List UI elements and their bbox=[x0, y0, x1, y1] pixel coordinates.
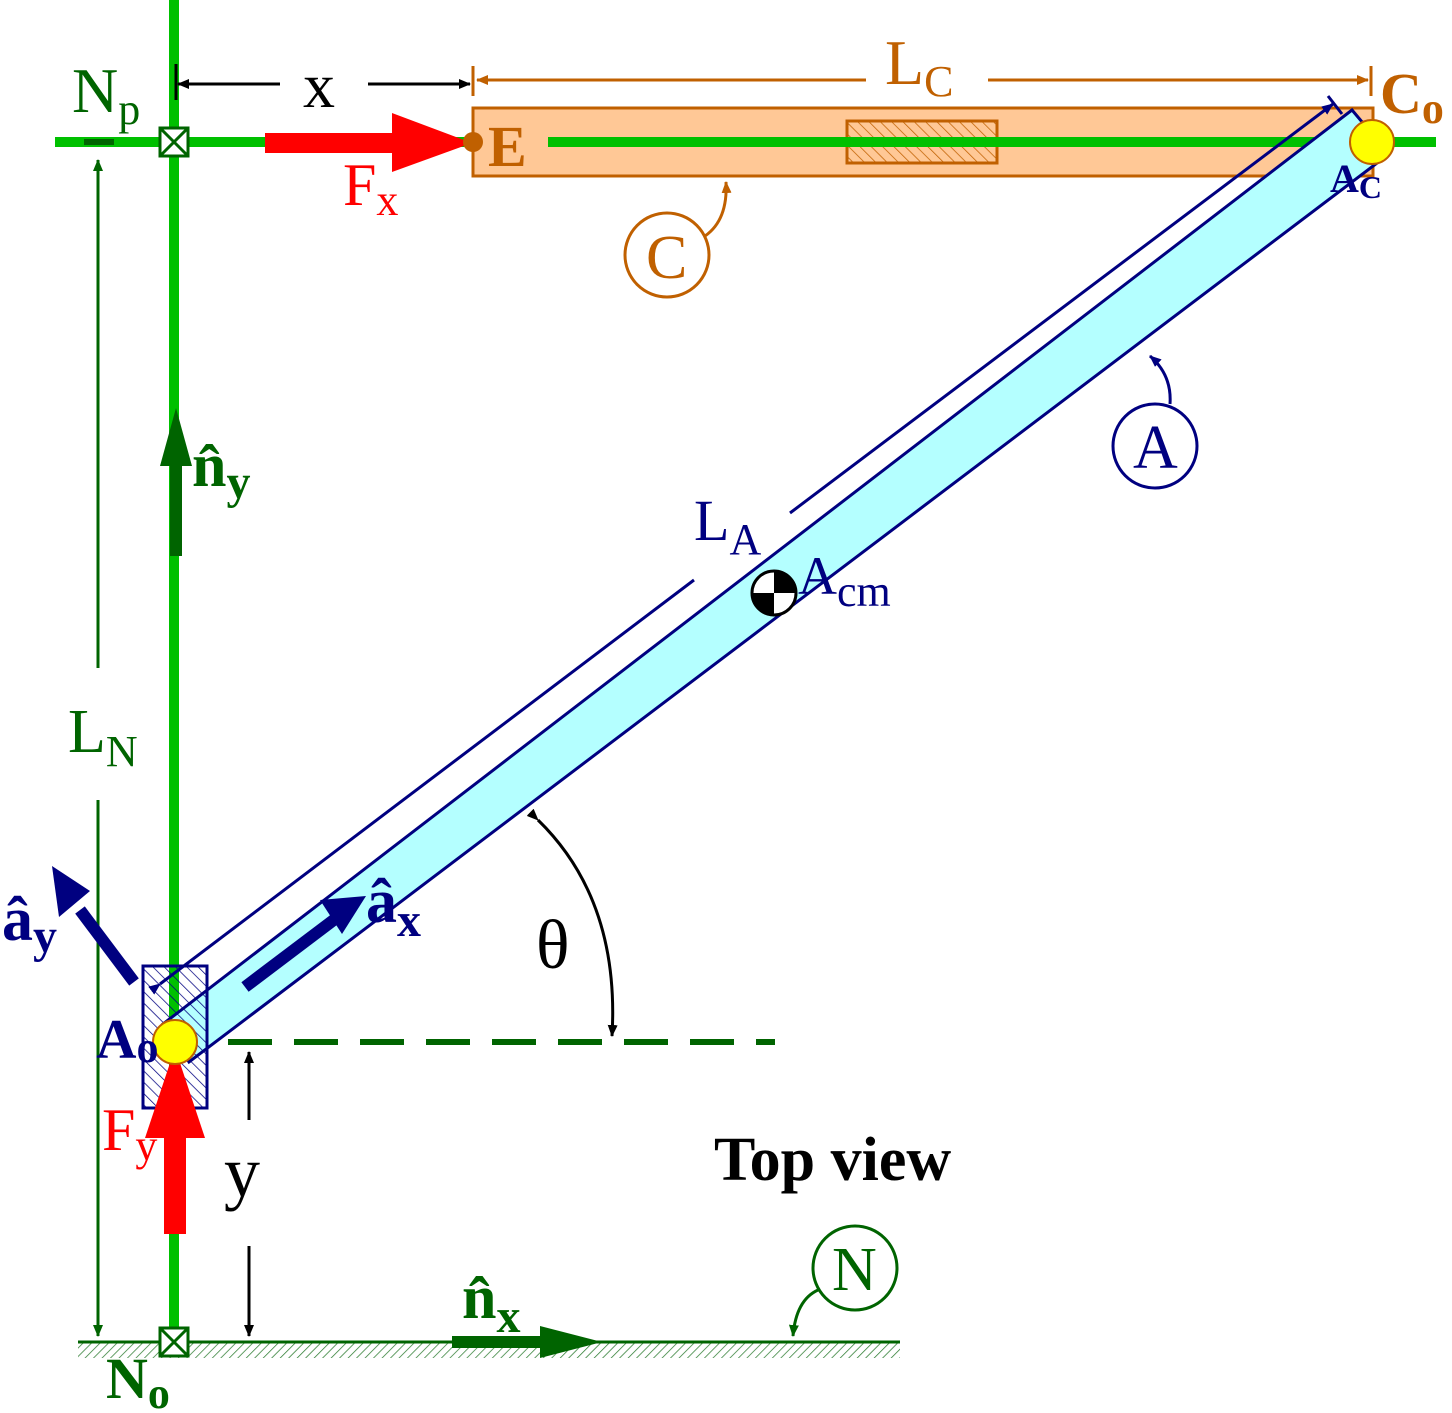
ay-arrow-shaft bbox=[75, 906, 139, 986]
c-circle-label: C bbox=[646, 224, 687, 292]
n-circle-label: N bbox=[832, 1236, 877, 1304]
fy-arrow-shaft bbox=[164, 1130, 186, 1234]
x-label: x bbox=[303, 50, 335, 121]
crossed-square-icon bbox=[158, 1326, 190, 1358]
ny-label: n̂y bbox=[192, 432, 250, 509]
ground-hatch bbox=[78, 1342, 900, 1358]
nx-label: n̂x bbox=[462, 1264, 520, 1343]
a-leader bbox=[1149, 354, 1172, 405]
theta-arc bbox=[526, 808, 618, 1037]
co-joint-icon bbox=[1349, 119, 1395, 165]
nx-arrow-head bbox=[540, 1326, 602, 1358]
ax-arrow-shaft bbox=[241, 914, 339, 992]
acm-label: Acm bbox=[798, 546, 891, 616]
theta-label: θ bbox=[536, 907, 570, 984]
center-of-mass-icon bbox=[750, 569, 798, 617]
ln-label: LN bbox=[68, 698, 138, 776]
fx-label: Fx bbox=[343, 152, 398, 225]
e-point bbox=[463, 132, 483, 152]
fy-arrow-head bbox=[145, 1048, 205, 1138]
c-leader bbox=[704, 181, 732, 238]
y-label: y bbox=[224, 1132, 260, 1212]
fx-arrow-shaft bbox=[265, 133, 397, 153]
ax-label: âx bbox=[366, 868, 421, 947]
ay-label: ây bbox=[2, 886, 57, 963]
c-circle bbox=[623, 211, 711, 299]
np-label: Np bbox=[72, 55, 140, 134]
la-dim-line-lower bbox=[148, 578, 695, 995]
a-circle-label: A bbox=[1133, 414, 1178, 482]
ay-arrow-head bbox=[52, 866, 90, 917]
ao-joint-icon bbox=[152, 1019, 198, 1065]
crossed-square-icon bbox=[158, 126, 190, 158]
co-label: Co bbox=[1380, 61, 1444, 133]
top-view-label: Top view bbox=[714, 1126, 951, 1194]
e-label: E bbox=[488, 114, 527, 179]
la-label: LA bbox=[694, 488, 761, 564]
ny-arrow-head bbox=[160, 408, 192, 466]
a-circle bbox=[1111, 402, 1199, 490]
la-dim-tick bbox=[1326, 95, 1344, 115]
n-circle bbox=[811, 1224, 899, 1312]
nx-arrow-shaft bbox=[452, 1336, 548, 1348]
ax-arrow-head bbox=[320, 896, 366, 934]
ao-label: Ao bbox=[96, 1009, 158, 1072]
fx-arrow-head bbox=[392, 113, 472, 172]
ac-label: AC bbox=[1330, 156, 1382, 205]
fy-label: Fy bbox=[102, 1097, 157, 1170]
no-label: No bbox=[106, 1346, 170, 1413]
ny-arrow-shaft bbox=[170, 460, 182, 556]
la-dim-line-upper bbox=[789, 102, 1334, 515]
n-leader bbox=[788, 1288, 819, 1337]
lc-label: LC bbox=[885, 27, 953, 106]
